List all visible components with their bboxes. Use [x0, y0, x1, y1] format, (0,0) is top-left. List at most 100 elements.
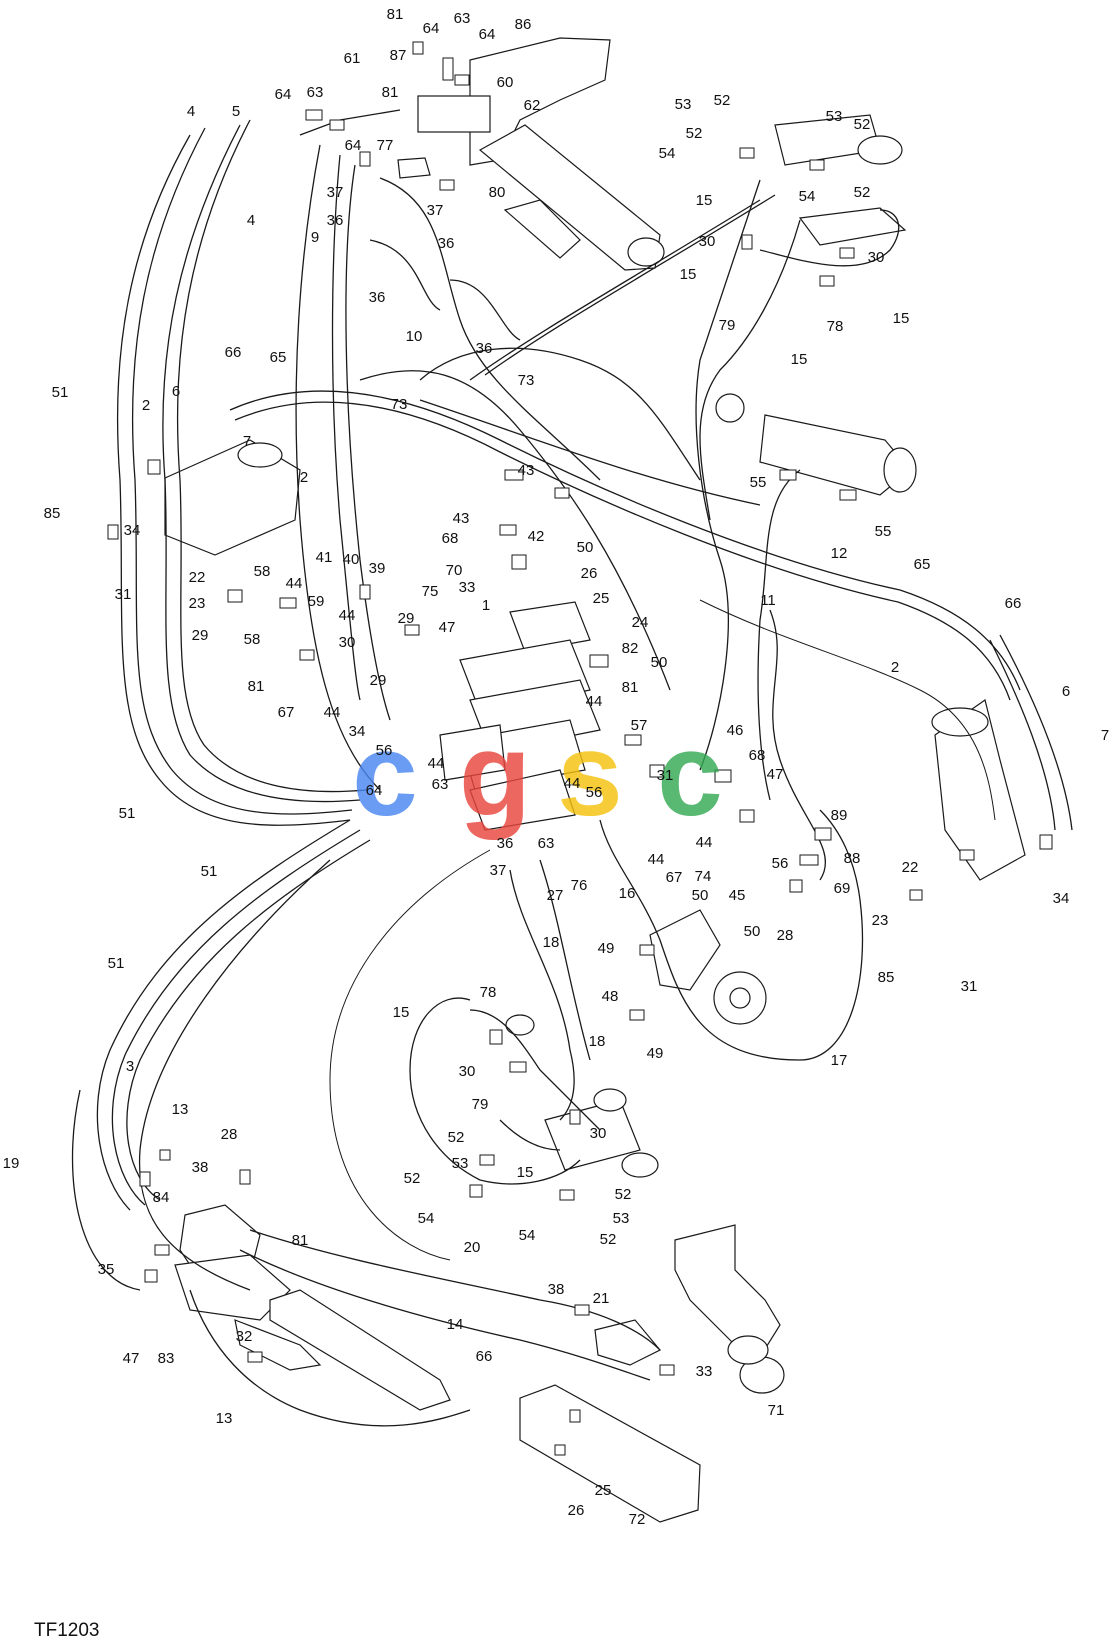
callout-36: 36	[497, 835, 514, 852]
callout-26: 26	[568, 1502, 585, 1519]
callout-63: 63	[307, 84, 324, 101]
clamp-77	[397, 157, 431, 179]
callout-57: 57	[631, 717, 648, 734]
callout-89: 89	[831, 807, 848, 824]
callout-36: 36	[369, 289, 386, 306]
callout-15: 15	[696, 192, 713, 209]
callout-31: 31	[657, 767, 674, 784]
callout-37: 37	[427, 202, 444, 219]
callout-81: 81	[382, 84, 399, 101]
callout-11: 11	[760, 592, 776, 609]
callout-43: 43	[518, 462, 535, 479]
callout-56: 56	[772, 855, 789, 872]
callout-64: 64	[479, 26, 496, 43]
callout-46: 46	[727, 722, 744, 739]
callout-51: 51	[108, 955, 125, 972]
callout-30: 30	[590, 1125, 607, 1142]
callout-51: 51	[119, 805, 136, 822]
callout-50: 50	[692, 887, 709, 904]
callout-20: 20	[464, 1239, 481, 1256]
cylinder-eye-mid	[715, 393, 745, 423]
callout-10: 10	[406, 328, 423, 345]
callout-7: 7	[243, 433, 251, 450]
callout-64: 64	[345, 137, 362, 154]
callout-85: 85	[44, 505, 61, 522]
callout-55: 55	[750, 474, 767, 491]
callout-25: 25	[595, 1482, 612, 1499]
callout-5: 5	[232, 103, 240, 120]
callout-15: 15	[517, 1164, 534, 1181]
callout-4: 4	[187, 103, 195, 120]
callout-34: 34	[1053, 890, 1070, 907]
callout-81: 81	[292, 1232, 309, 1249]
callout-87: 87	[390, 47, 407, 64]
callout-12: 12	[831, 545, 848, 562]
callout-65: 65	[914, 556, 931, 573]
callout-69: 69	[834, 880, 851, 897]
callout-36: 36	[476, 340, 493, 357]
callout-29: 29	[370, 672, 387, 689]
callout-36: 36	[327, 212, 344, 229]
callout-64: 64	[423, 20, 440, 37]
callout-52: 52	[686, 125, 703, 142]
callout-27: 27	[547, 887, 564, 904]
lower-eye-a	[505, 1014, 535, 1036]
callout-74: 74	[695, 868, 712, 885]
callout-43: 43	[453, 510, 470, 527]
callout-65: 65	[270, 349, 287, 366]
callout-62: 62	[524, 97, 541, 114]
upper-arm	[503, 199, 581, 259]
callout-31: 31	[961, 978, 978, 995]
callout-36: 36	[438, 235, 455, 252]
callout-44: 44	[586, 693, 603, 710]
callout-29: 29	[192, 627, 209, 644]
callout-67: 67	[666, 869, 683, 886]
callout-44: 44	[339, 607, 356, 624]
callout-64: 64	[275, 86, 292, 103]
callout-79: 79	[472, 1096, 489, 1113]
callout-44: 44	[696, 834, 713, 851]
callout-17: 17	[831, 1052, 848, 1069]
callout-73: 73	[518, 372, 535, 389]
callout-52: 52	[714, 92, 731, 109]
callout-9: 9	[311, 229, 319, 246]
callout-67: 67	[278, 704, 295, 721]
callout-54: 54	[418, 1210, 435, 1227]
callout-63: 63	[538, 835, 555, 852]
callout-34: 34	[124, 522, 141, 539]
callout-68: 68	[749, 747, 766, 764]
callout-37: 37	[327, 184, 344, 201]
callout-31: 31	[115, 586, 132, 603]
callout-25: 25	[593, 590, 610, 607]
callout-75: 75	[422, 583, 439, 600]
steer-cylinder-lower	[544, 1099, 641, 1171]
callout-35: 35	[98, 1261, 115, 1278]
callout-45: 45	[729, 887, 746, 904]
callout-81: 81	[387, 6, 404, 23]
callout-50: 50	[744, 923, 761, 940]
callout-26: 26	[581, 565, 598, 582]
callout-44: 44	[286, 575, 303, 592]
left-pump-bracket	[164, 439, 301, 556]
boom-bracket	[469, 37, 611, 166]
callout-52: 52	[854, 116, 871, 133]
filler-neck	[727, 1335, 769, 1365]
callout-28: 28	[221, 1126, 238, 1143]
callout-81: 81	[248, 678, 265, 695]
callout-15: 15	[791, 351, 808, 368]
callout-32: 32	[236, 1328, 253, 1345]
callout-24: 24	[632, 614, 649, 631]
callout-52: 52	[404, 1170, 421, 1187]
callout-70: 70	[446, 562, 463, 579]
actuator-hub	[729, 987, 751, 1009]
components	[164, 37, 1026, 1523]
callout-47: 47	[439, 619, 456, 636]
callout-54: 54	[519, 1227, 536, 1244]
callout-2: 2	[891, 659, 899, 676]
callout-37: 37	[490, 862, 507, 879]
watermark-letter: s	[557, 709, 623, 841]
callout-34: 34	[349, 723, 366, 740]
